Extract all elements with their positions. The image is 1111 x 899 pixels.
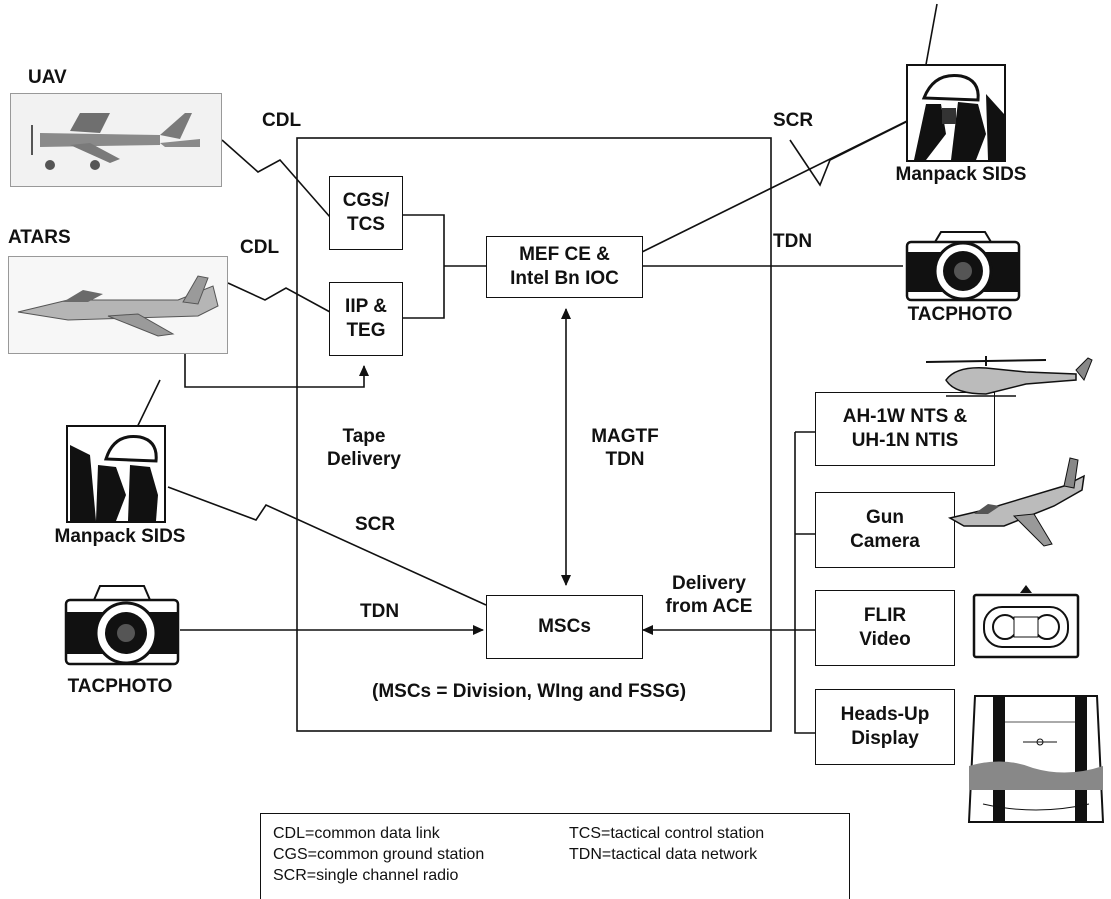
scr-top-label: SCR [773,109,813,132]
iip-teg-text: IIP & TEG [345,295,387,343]
mscs-box: MSCs [486,595,643,659]
tacphoto-top-camera [903,222,1023,304]
ah1w-uh1n-box: AH-1W NTS & UH-1N NTIS [815,392,995,466]
legend-column-1: CDL=common data link CGS=common ground s… [273,823,484,886]
arrow-delivery-ace [795,432,816,733]
wire-atars-cdl [228,283,330,312]
legend-item-cdl: CDL=common data link [273,823,484,844]
wire-cgs-to-junction [402,215,444,318]
manpack-sids-left-label: Manpack SIDS [35,525,205,548]
mscs-definition-note: (MSCs = Division, WIng and FSSG) [372,680,686,703]
flir-video-box: FLIR Video [815,590,955,666]
mef-ce-text: MEF CE & Intel Bn IOC [510,243,619,291]
cdl-uav-label: CDL [262,109,301,132]
heads-up-display-box: Heads-Up Display [815,689,955,765]
atars-photo [8,256,228,354]
wire-scr-left [168,487,486,605]
legend-item-tdn: TDN=tactical data network [569,844,764,865]
gun-camera-box: Gun Camera [815,492,955,568]
vhs-tape-icon [972,583,1082,661]
tacphoto-top-label: TACPHOTO [885,303,1035,326]
gun-camera-text: Gun Camera [850,506,920,554]
ah1w-uh1n-text: AH-1W NTS & UH-1N NTIS [843,405,968,453]
wire-uav-cdl [222,140,330,217]
tdn-top-label: TDN [773,230,812,253]
cgs-tcs-text: CGS/ TCS [343,189,389,237]
magtf-tdn-label: MAGTF TDN [580,425,670,471]
flir-video-text: FLIR Video [859,604,910,652]
uav-label: UAV [28,66,67,89]
atars-label: ATARS [8,226,71,249]
cdl-atars-label: CDL [240,236,279,259]
helicopter-photo [926,350,1096,400]
legend-item-cgs: CGS=common ground station [273,844,484,865]
legend-item-scr: SCR=single channel radio [273,865,484,886]
legend-column-2: TCS=tactical control station TDN=tactica… [569,823,764,865]
tdn-left-label: TDN [360,600,399,623]
manpack-sids-left-photo [66,425,166,523]
heads-up-display-photo [963,692,1109,824]
scr-left-label: SCR [355,513,395,536]
tape-delivery-label: Tape Delivery [316,425,412,471]
tacphoto-left-label: TACPHOTO [45,675,195,698]
legend-item-tcs: TCS=tactical control station [569,823,764,844]
tacphoto-left-camera [62,580,182,672]
mef-ce-box: MEF CE & Intel Bn IOC [486,236,643,298]
manpack-sids-top-label: Manpack SIDS [876,163,1046,186]
delivery-from-ace-label: Delivery from ACE [654,572,764,618]
iip-teg-box: IIP & TEG [329,282,403,356]
heads-up-display-text: Heads-Up Display [841,703,930,751]
fighter-jet-photo [944,456,1094,556]
mscs-text: MSCs [538,615,591,639]
uav-photo [10,93,222,187]
manpack-sids-top-photo [906,64,1006,162]
cgs-tcs-box: CGS/ TCS [329,176,403,250]
legend: CDL=common data link CGS=common ground s… [260,813,850,899]
